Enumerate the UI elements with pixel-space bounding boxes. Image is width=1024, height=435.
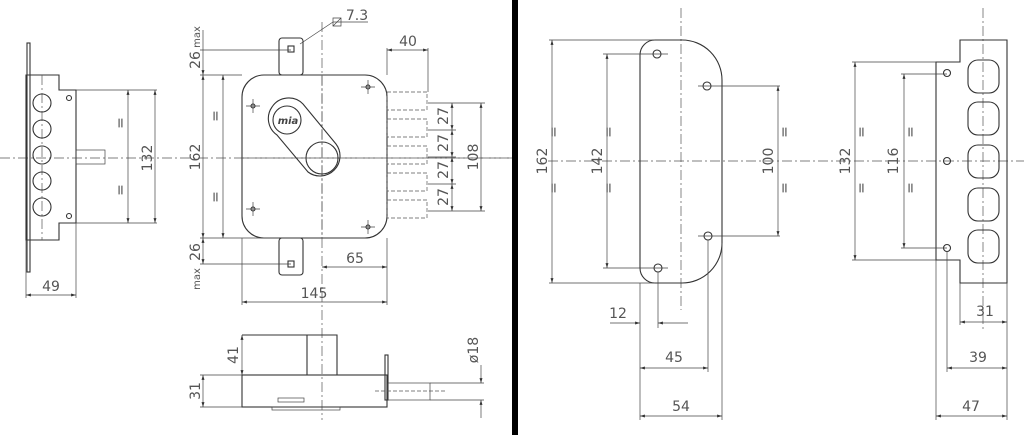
dim-41: 41 — [226, 346, 242, 364]
screw-hole — [65, 94, 73, 102]
keeper: 132 = = 116 = = 31 39 47 — [838, 8, 1008, 420]
dim-54: 54 — [672, 399, 690, 415]
spindle — [75, 149, 106, 165]
bolt-circles — [32, 93, 52, 217]
faceplate — [26, 42, 31, 273]
dim-26-top: 26 — [188, 51, 204, 69]
dim-31: 31 — [976, 304, 994, 320]
dim-45: 45 — [665, 350, 683, 366]
dim-27: 27 — [436, 188, 452, 206]
max-label: max — [192, 268, 203, 290]
dim-132: 132 — [838, 148, 854, 175]
equal-mark: = — [546, 182, 562, 194]
dim-27: 27 — [436, 107, 452, 125]
panel-divider — [512, 0, 518, 435]
equal-mark: = — [546, 126, 562, 138]
equal-mark: = — [208, 110, 224, 122]
dim-7-3: 7.3 — [346, 8, 368, 24]
equal-mark: = — [208, 191, 224, 203]
front-view: 7.3 mia 40 27 27 27 27 10 — [188, 8, 512, 420]
equal-mark: = — [113, 117, 129, 129]
dim-40: 40 — [399, 34, 417, 50]
screw-hole — [65, 212, 73, 220]
dim-phi-18: ø18 — [466, 337, 482, 363]
equal-mark: = — [777, 126, 793, 138]
brand-logo: mia — [278, 116, 299, 127]
equal-mark: = — [601, 126, 617, 138]
equal-mark: = — [854, 126, 870, 138]
bolts — [386, 91, 428, 219]
equal-mark: = — [601, 182, 617, 194]
bottom-view: 41 31 ø18 — [188, 334, 484, 418]
dim-39: 39 — [969, 350, 987, 366]
dim-162: 162 — [188, 144, 204, 171]
dim-47: 47 — [962, 399, 980, 415]
dim-142: 142 — [590, 148, 606, 175]
screw-marks — [246, 80, 375, 234]
dim-116: 116 — [886, 148, 902, 175]
dim-132: 132 — [140, 145, 156, 172]
equal-mark: = — [903, 126, 919, 138]
dim-65: 65 — [346, 251, 364, 267]
key-escutcheon: mia — [267, 97, 341, 177]
max-label: max — [192, 26, 203, 48]
dim-27: 27 — [436, 161, 452, 179]
square-hole — [287, 45, 295, 53]
strike-plate: 162 = = 142 = = 100 = = 12 45 54 — [535, 8, 1024, 420]
equal-mark: = — [113, 184, 129, 196]
dim-162: 162 — [535, 148, 551, 175]
dim-49: 49 — [42, 279, 60, 295]
bolt-pockets — [967, 59, 1000, 264]
side-view: 132 = = 49 — [0, 42, 512, 298]
dim-26-bottom: 26 — [188, 243, 204, 261]
equal-mark: = — [854, 182, 870, 194]
dim-27: 27 — [436, 134, 452, 152]
equal-mark: = — [903, 182, 919, 194]
dim-100: 100 — [761, 148, 777, 175]
equal-mark: = — [777, 182, 793, 194]
dim-145: 145 — [301, 286, 328, 302]
lock-case — [241, 74, 388, 239]
dim-31: 31 — [188, 382, 204, 400]
dim-12: 12 — [609, 306, 627, 322]
dim-108: 108 — [466, 144, 482, 171]
